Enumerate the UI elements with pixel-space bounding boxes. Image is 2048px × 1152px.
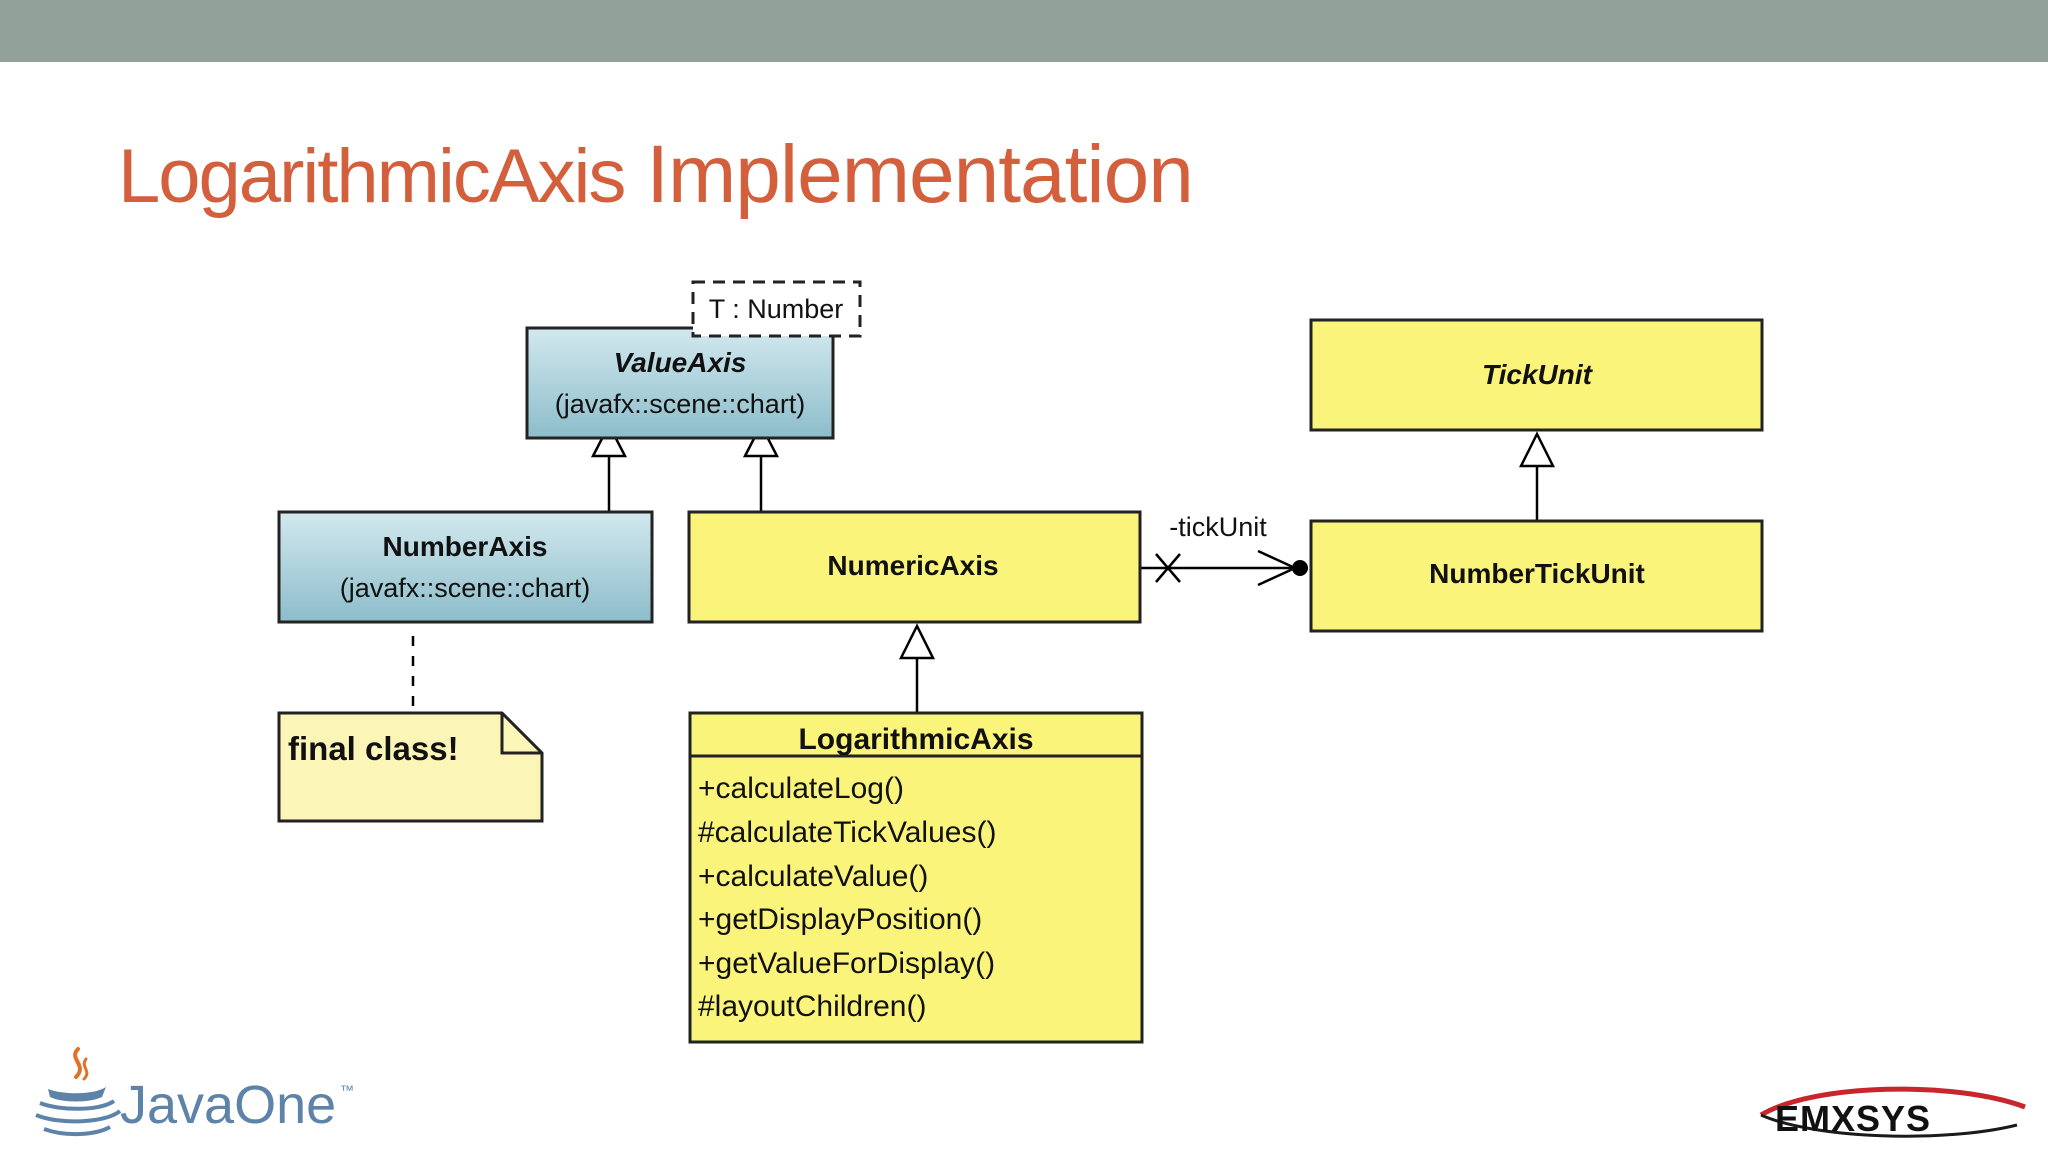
class-numericaxis[interactable]: NumericAxis (687, 510, 1142, 624)
class-numbertickunit-name: NumberTickUnit (1429, 558, 1645, 589)
association-label: -tickUnit (1169, 512, 1267, 542)
method-calculate-log: +calculateLog() (698, 772, 904, 805)
method-calculate-tick-values: #calculateTickValues() (698, 816, 996, 849)
composition-dot-icon (1292, 560, 1308, 576)
class-valueaxis[interactable]: ValueAxis (javafx::scene::chart) (525, 326, 835, 440)
class-tickunit-name: TickUnit (1482, 359, 1594, 390)
javaone-wordmark: JavaOne (120, 1075, 336, 1135)
class-numberaxis-name: NumberAxis (383, 531, 548, 562)
association-tickunit (1140, 549, 1308, 587)
class-valueaxis-name: ValueAxis (614, 347, 747, 378)
top-banner (0, 0, 2048, 62)
template-parameter: T : Number (691, 280, 862, 338)
note-final-class: final class! (277, 711, 544, 823)
class-numbertickunit[interactable]: NumberTickUnit (1309, 519, 1764, 633)
class-numberaxis[interactable]: NumberAxis (javafx::scene::chart) (277, 510, 654, 624)
class-logarithmicaxis[interactable]: LogarithmicAxis +calculateLog() #calcula… (688, 711, 1144, 1044)
method-get-value-for-display: +getValueForDisplay() (698, 947, 995, 980)
generalization-logarithmicaxis-to-numericaxis (898, 623, 936, 713)
generalization-numberaxis-to-valueaxis (590, 422, 628, 512)
method-layout-children: #layoutChildren() (698, 990, 926, 1023)
java-cup-icon (35, 1047, 122, 1137)
method-calculate-value: +calculateValue() (698, 860, 928, 893)
class-numberaxis-package: (javafx::scene::chart) (340, 573, 591, 603)
class-valueaxis-package: (javafx::scene::chart) (555, 389, 806, 419)
method-get-display-position: +getDisplayPosition() (698, 903, 982, 936)
slide-title: LogarithmicAxis Implementation (118, 128, 1194, 222)
template-parameter-label: T : Number (709, 294, 844, 324)
class-tickunit[interactable]: TickUnit (1309, 318, 1764, 432)
note-text: final class! (288, 730, 459, 767)
javaone-trademark: ™ (340, 1082, 354, 1098)
generalization-numericaxis-to-valueaxis (742, 422, 780, 512)
class-logarithmicaxis-name: LogarithmicAxis (798, 723, 1033, 756)
slide-title-part2: Implementation (646, 129, 1194, 220)
emxsys-swoosh-icon (1759, 1086, 2026, 1118)
generalization-numberticknit-to-tickunit (1518, 431, 1556, 521)
emxsys-wordmark: EMXSYS (1775, 1098, 1931, 1139)
slide-title-part1: LogarithmicAxis (118, 134, 626, 219)
javaone-logo: JavaOne ™ (35, 1047, 354, 1137)
class-numericaxis-name: NumericAxis (827, 550, 998, 581)
emxsys-logo: EMXSYS (1759, 1086, 2026, 1139)
